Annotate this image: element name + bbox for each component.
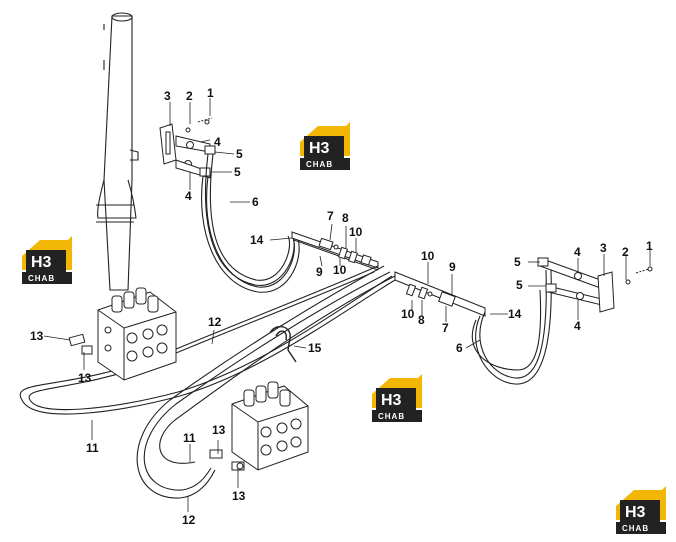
watermark-logo: H3 CHAB	[616, 486, 666, 534]
svg-text:CHAB: CHAB	[28, 274, 55, 283]
label-8: 8	[342, 211, 349, 225]
label-11: 11	[86, 441, 99, 455]
label-3: 3	[164, 89, 171, 103]
svg-text:H3: H3	[625, 504, 646, 521]
label-9: 9	[316, 265, 323, 279]
label-8b: 8	[418, 313, 425, 327]
label-7b: 7	[442, 321, 449, 335]
label-9b: 9	[449, 260, 456, 274]
part-labels: 1 2 3 4 4 5 5 6 7 8 10 9 10 14 10 9 10 8…	[30, 86, 653, 527]
label-2: 2	[186, 89, 193, 103]
label-11b: 11	[183, 431, 196, 445]
label-10: 10	[349, 225, 363, 239]
svg-text:H3: H3	[381, 392, 402, 409]
hose-6-loop-right	[471, 269, 552, 385]
label-4: 4	[214, 135, 221, 149]
label-12b: 12	[182, 513, 196, 527]
label-13d: 13	[232, 489, 246, 503]
label-10b: 10	[333, 263, 347, 277]
fittings-right	[394, 271, 486, 317]
label-10c: 10	[421, 249, 435, 263]
clamp-15	[269, 325, 297, 363]
vertical-column	[96, 12, 139, 291]
hose-12-and-11	[19, 265, 396, 499]
label-4b: 4	[185, 189, 192, 203]
label-1: 1	[207, 86, 214, 100]
svg-text:CHAB: CHAB	[622, 524, 649, 533]
label-5b: 5	[234, 165, 241, 179]
watermark-logo: H3 CHAB	[22, 236, 72, 284]
label-2b: 2	[622, 245, 629, 259]
svg-text:H3: H3	[309, 140, 330, 157]
leader-lines	[43, 98, 651, 512]
label-4d: 4	[574, 319, 581, 333]
bracket-assembly-right	[537, 257, 653, 313]
label-14b: 14	[508, 307, 522, 321]
label-6: 6	[252, 195, 259, 209]
label-12: 12	[208, 315, 222, 329]
label-1b: 1	[646, 239, 653, 253]
label-15: 15	[308, 341, 322, 355]
label-13b: 13	[78, 371, 92, 385]
label-6b: 6	[456, 341, 463, 355]
label-5: 5	[236, 147, 243, 161]
watermark-logo: H3 CHAB	[300, 122, 350, 170]
bracket-assembly-left	[159, 117, 216, 179]
fittings-middle	[291, 231, 379, 271]
svg-text:CHAB: CHAB	[306, 160, 333, 169]
label-13c: 13	[212, 423, 226, 437]
svg-text:H3: H3	[31, 254, 52, 271]
hose-6-loop-left	[201, 153, 300, 293]
control-valve-lower	[209, 381, 309, 471]
svg-text:CHAB: CHAB	[378, 412, 405, 421]
control-valve-left	[68, 287, 177, 381]
label-5d: 5	[516, 278, 523, 292]
label-14: 14	[250, 233, 264, 247]
label-3b: 3	[600, 241, 607, 255]
label-4c: 4	[574, 245, 581, 259]
label-10d: 10	[401, 307, 415, 321]
label-7: 7	[327, 209, 334, 223]
label-13: 13	[30, 329, 44, 343]
watermark-logo: H3 CHAB	[372, 374, 422, 422]
label-5c: 5	[514, 255, 521, 269]
